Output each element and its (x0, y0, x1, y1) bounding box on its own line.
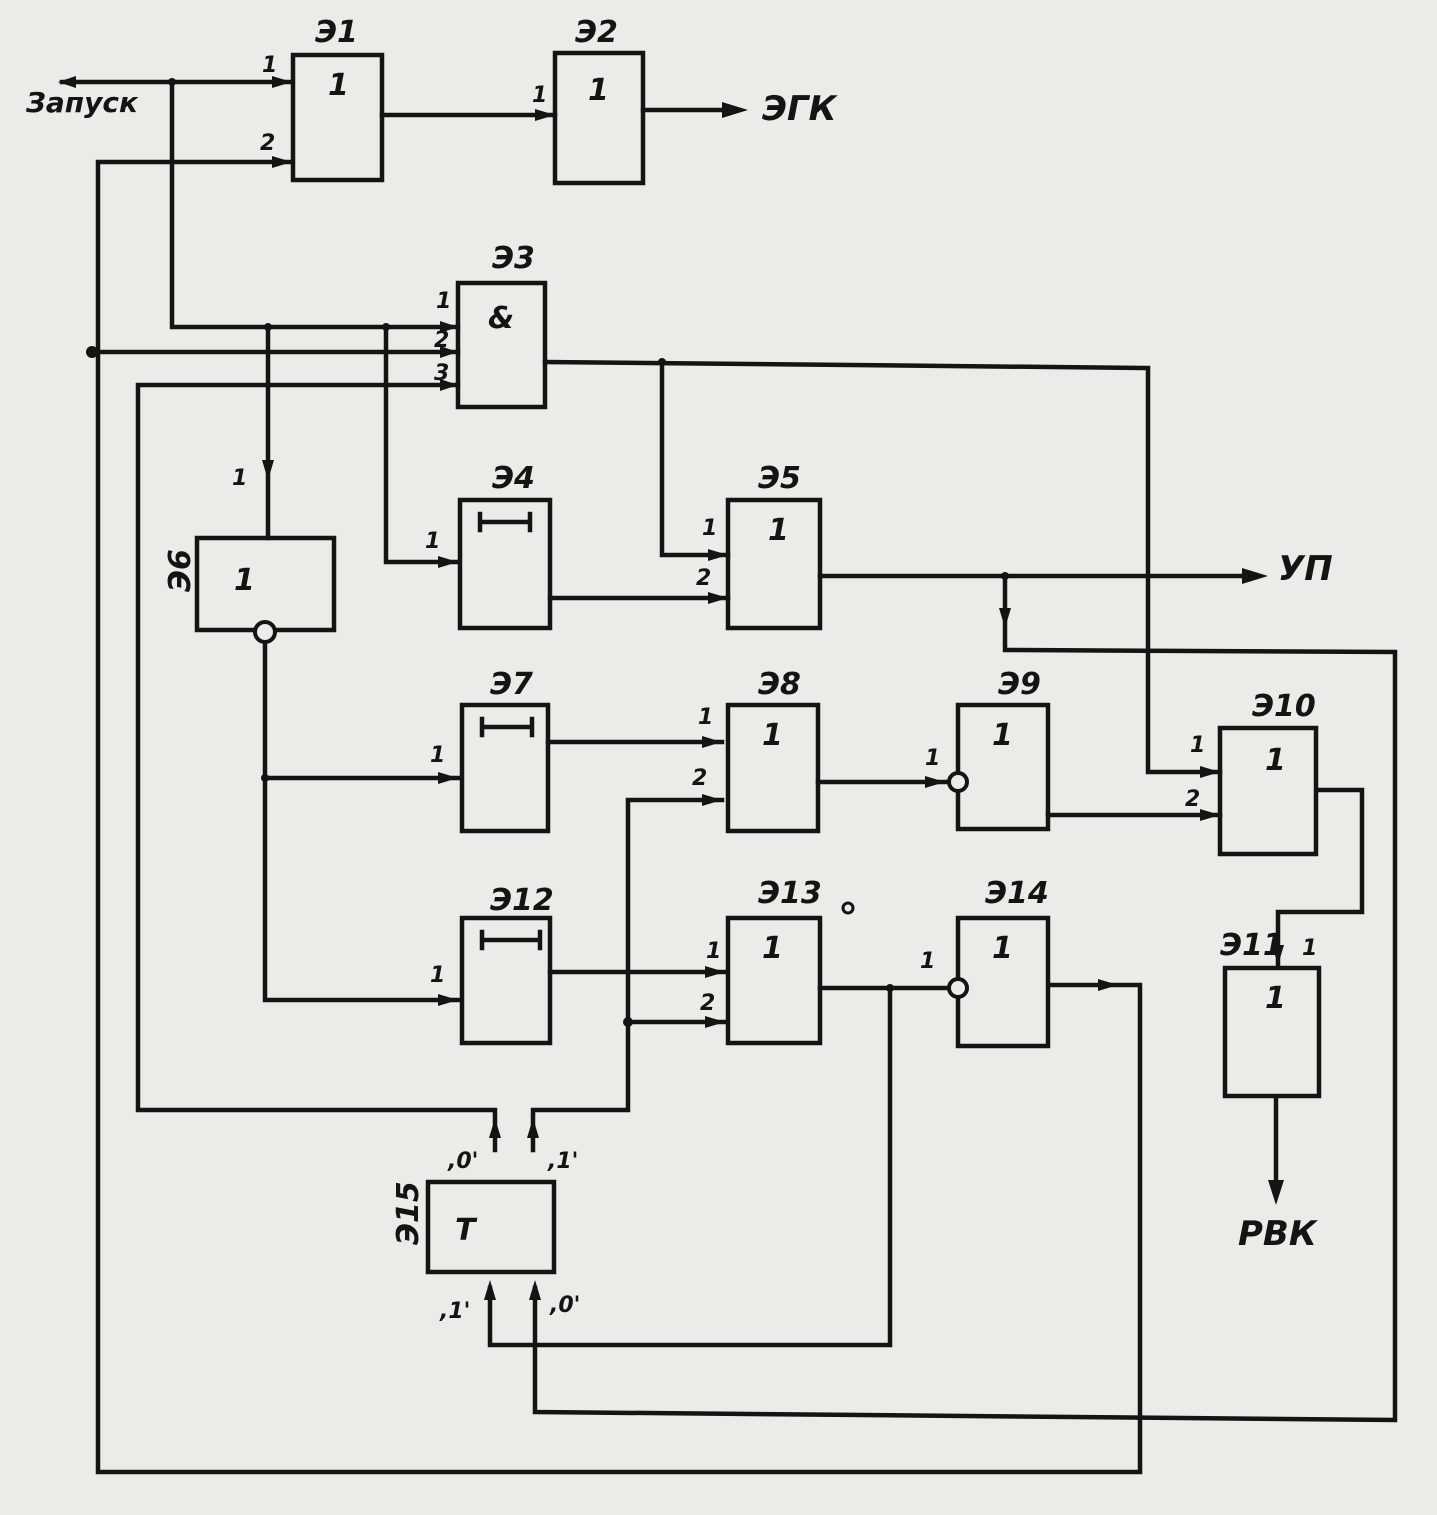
pin-e3-2: 2 (434, 328, 449, 353)
e4-label: Э4 (492, 461, 535, 496)
pin-e12-1: 1 (430, 963, 445, 988)
block-e7: Э7 (459, 667, 551, 834)
block-e6: 1 Э6 (163, 535, 337, 644)
pin-e1-1: 1 (262, 53, 277, 78)
e11-func: 1 (1265, 981, 1286, 1016)
e14-label: Э14 (985, 876, 1049, 911)
e5-label: Э5 (758, 461, 801, 496)
pin-e13-1: 1 (706, 939, 721, 964)
pin-e15-out1: ,1' (547, 1149, 578, 1174)
e12-label: Э12 (490, 883, 554, 918)
block-e3: & Э3 (455, 241, 548, 410)
pin-e6-1: 1 (232, 466, 247, 491)
e14-inversion-circle (947, 977, 969, 999)
pin-e3-1: 1 (436, 289, 451, 314)
block-e10: 1 Э10 (1217, 689, 1319, 857)
e10-label: Э10 (1252, 689, 1316, 724)
e7-delay-symbol (479, 716, 535, 738)
pin-e7-1: 1 (430, 743, 445, 768)
pin-e15-in1: ,1' (439, 1299, 470, 1324)
e8-label: Э8 (758, 667, 801, 702)
wires (59, 79, 1398, 1475)
block-e14: 1 Э14 (947, 876, 1051, 1049)
pin-e15-in0: ,0' (549, 1293, 580, 1318)
pin-e10-2: 2 (1185, 787, 1200, 812)
e6-inversion-circle (253, 620, 277, 644)
block-e15: T Э15 (391, 1179, 557, 1275)
e2-func: 1 (588, 73, 609, 108)
block-e2: 1 Э2 (552, 15, 646, 186)
pin-e13-2: 2 (700, 991, 715, 1016)
pin-e1-2: 2 (260, 131, 275, 156)
pin-e2-1: 1 (532, 83, 547, 108)
pin-e3-3: 3 (434, 361, 449, 386)
e14-func: 1 (992, 931, 1013, 966)
e1-func: 1 (328, 68, 349, 103)
e12-delay-symbol (479, 929, 543, 951)
start-signal-label: Запуск (25, 86, 139, 119)
e2-label: Э2 (575, 15, 618, 50)
block-e12: Э12 (459, 883, 554, 1046)
arrowheads (58, 76, 1284, 1300)
e9-inversion-circle (947, 771, 969, 793)
up-output-label: УП (1278, 549, 1333, 589)
e5-func: 1 (768, 513, 789, 548)
pin-e4-1: 1 (425, 529, 440, 554)
pin-e5-2: 2 (696, 566, 711, 591)
e10-func: 1 (1265, 743, 1286, 778)
pin-labels: 1 2 1 1 2 3 1 1 1 2 1 1 2 1 1 2 1 1 1 2 … (232, 53, 1317, 1324)
e15-label: Э15 (391, 1181, 426, 1245)
pin-e11-1: 1 (1302, 936, 1317, 961)
e8-func: 1 (762, 718, 783, 753)
e13-func: 1 (762, 931, 783, 966)
junction-dots (86, 78, 1009, 1027)
e6-func: 1 (234, 563, 255, 598)
pin-e9-1: 1 (925, 746, 940, 771)
pin-e15-out0: ,0' (447, 1149, 478, 1174)
e3-label: Э3 (492, 241, 535, 276)
pin-e14-1: 1 (920, 949, 935, 974)
egk-output-label: ЭГК (762, 89, 839, 129)
rvk-output-label: РВК (1238, 1214, 1319, 1254)
block-e9: 1 Э9 (947, 667, 1051, 832)
block-e5: 1 Э5 (725, 461, 823, 631)
pin-e5-1: 1 (702, 516, 717, 541)
pin-e10-1: 1 (1190, 733, 1205, 758)
block-e13: 1 Э13 (725, 876, 823, 1046)
e9-func: 1 (992, 718, 1013, 753)
e1-label: Э1 (315, 15, 358, 50)
pin-e8-2: 2 (692, 766, 707, 791)
external-signals: Запуск ЭГК УП РВК (25, 86, 1333, 1254)
block-e8: 1 Э8 (725, 667, 821, 834)
block-e4: Э4 (457, 461, 553, 631)
e6-label: Э6 (163, 549, 198, 592)
e15-func: T (455, 1213, 478, 1248)
e9-label: Э9 (998, 667, 1041, 702)
e3-func: & (488, 301, 514, 336)
e4-delay-symbol (477, 511, 533, 533)
e13-label: Э13 (758, 876, 822, 911)
block-e11: 1 Э11 (1220, 928, 1322, 1099)
block-e1: 1 Э1 (290, 15, 385, 183)
pin-e8-1: 1 (698, 705, 713, 730)
e7-label: Э7 (490, 667, 533, 702)
e11-label: Э11 (1220, 928, 1284, 963)
